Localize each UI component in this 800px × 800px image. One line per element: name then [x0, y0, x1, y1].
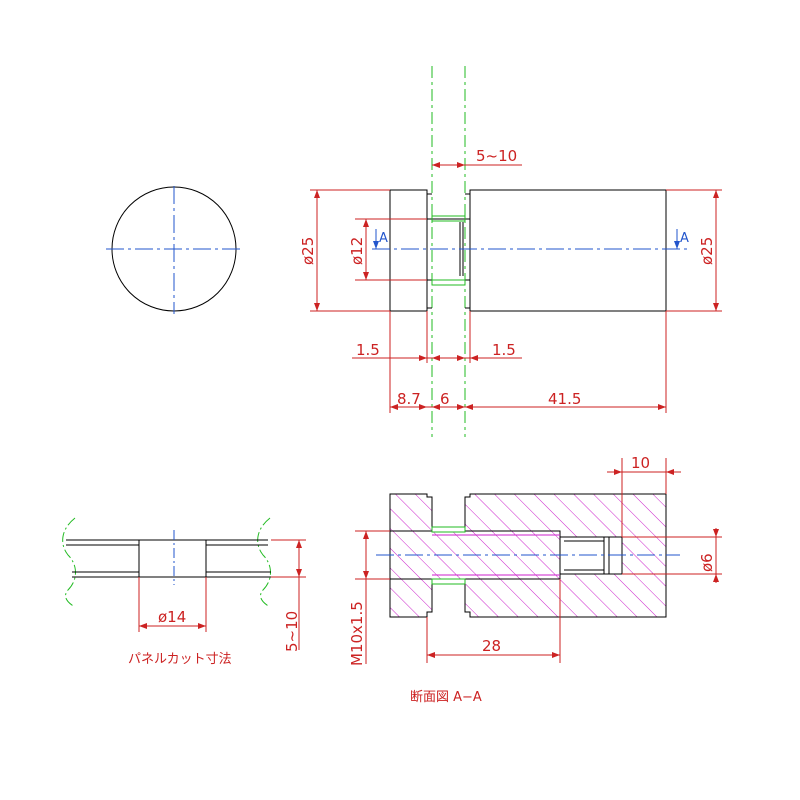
- dim-gap: [432, 162, 522, 168]
- panel-thickness-label: 5~10: [283, 611, 301, 652]
- main-body: [469, 189, 667, 312]
- section-mark-left: A: [379, 231, 388, 246]
- washer-bottom: [431, 279, 466, 286]
- washer-top: [431, 215, 466, 222]
- side-view: A A 5~10 ø25 ø12: [299, 66, 722, 437]
- end-view: [106, 186, 242, 314]
- dim-dia-left-label: ø25: [299, 237, 317, 265]
- section-mark-right: A: [680, 231, 689, 246]
- section-bolt-dia-label: ø6: [698, 553, 716, 572]
- dim-dia-right-label: ø25: [698, 237, 716, 265]
- dim-dia-left: [310, 189, 390, 312]
- section-caption: 断面図 A−A: [410, 690, 482, 705]
- dim-dia-inner: [355, 218, 427, 281]
- section-dim-top-label: 10: [631, 454, 650, 472]
- panel-cut-caption: パネルカット寸法: [128, 652, 232, 667]
- dim-dia-inner-label: ø12: [348, 237, 366, 265]
- section-dim-bottom-label: 28: [482, 637, 501, 655]
- break-line-right: [257, 517, 271, 608]
- section-thread-label: M10x1.5: [348, 601, 366, 666]
- dim-a-label: 8.7: [397, 390, 421, 408]
- dim-dia-right: [666, 189, 722, 312]
- dim-b-label: 6: [440, 390, 450, 408]
- panel-cut-view: ø14 5~10 パネルカット寸法: [62, 517, 306, 667]
- section-view: 10 ø6 M10x1.5 28 断面図 A−A: [348, 454, 722, 705]
- dim-thin-left-label: 1.5: [356, 341, 380, 359]
- dim-thin-right-label: 1.5: [492, 341, 516, 359]
- dim-lengths: [389, 311, 667, 413]
- panel-hole-dia-label: ø14: [158, 608, 186, 626]
- panel-hole: [138, 539, 207, 578]
- break-line-left: [62, 517, 76, 608]
- dim-gap-label: 5~10: [476, 147, 517, 165]
- dim-c-label: 41.5: [548, 390, 581, 408]
- left-cap: [389, 189, 428, 312]
